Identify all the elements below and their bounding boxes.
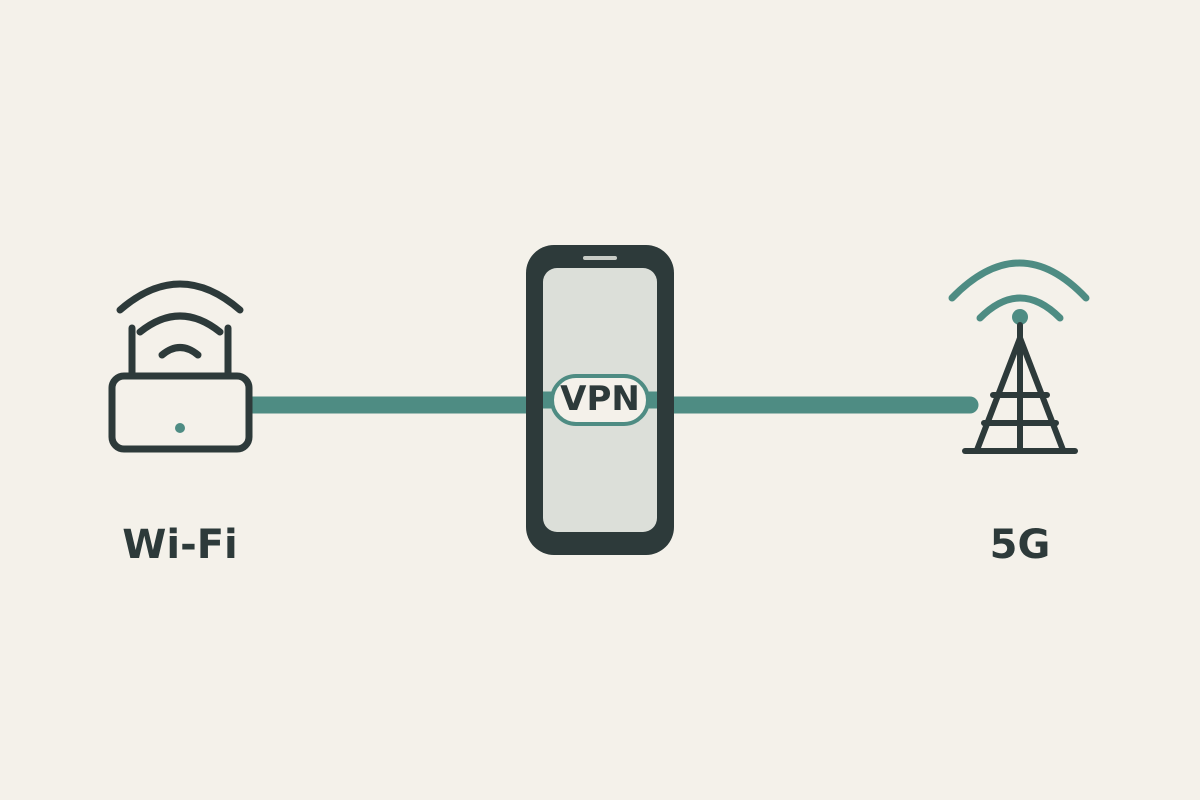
wifi-router-icon bbox=[108, 280, 253, 453]
cell-tower-icon bbox=[948, 259, 1090, 454]
signal-arc-inner bbox=[976, 294, 1064, 322]
vpn-pill bbox=[550, 374, 650, 426]
wifi-label: Wi-Fi bbox=[122, 522, 238, 568]
vpn-label: VPN bbox=[560, 379, 640, 419]
signal-arc-outer bbox=[948, 259, 1090, 302]
wifi-arc-middle bbox=[136, 312, 224, 336]
wifi-arc-inner bbox=[158, 344, 202, 359]
router-led bbox=[175, 423, 185, 433]
wifi-arc-outer bbox=[116, 280, 244, 314]
router-body bbox=[108, 372, 253, 453]
5g-label: 5G bbox=[989, 522, 1051, 568]
smartphone-icon bbox=[526, 245, 674, 555]
tower-beacon bbox=[1012, 309, 1028, 325]
